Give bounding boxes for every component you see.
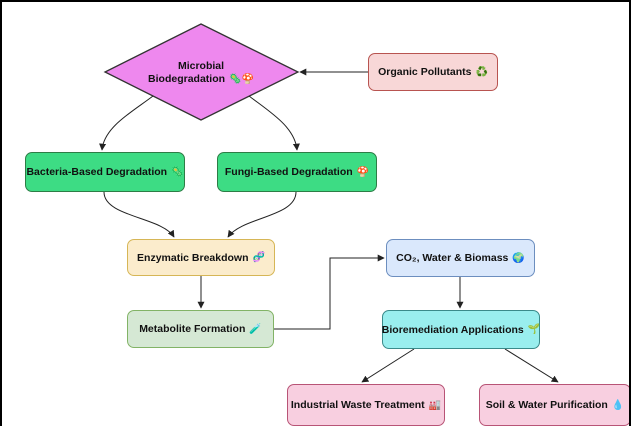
- edge-microbial-to-fungi: [248, 95, 300, 151]
- edge-bioremediation-to-industrial: [361, 348, 415, 383]
- microbial-diamond-shape: [103, 23, 300, 121]
- mushroom-icon: 🍄: [356, 166, 370, 178]
- microbial-biodegradation-label: Microbial Biodegradation🦠🍄: [102, 40, 300, 106]
- microbial-line1: Microbial: [177, 60, 225, 72]
- industrial-waste-label: Industrial Waste Treatment: [290, 399, 425, 411]
- enzymatic-breakdown-node: Enzymatic Breakdown🧬: [127, 239, 275, 276]
- edge-bioremediation-to-soil: [504, 348, 559, 383]
- bioremediation-label: Bioremediation Applications: [381, 323, 524, 336]
- soil-water-label: Soil & Water Purification: [485, 399, 608, 411]
- organic-pollutants-node: Organic Pollutants♻️: [368, 53, 498, 91]
- edge-metabolite-to-co2: [274, 254, 385, 330]
- microbe-mushroom-icon: 🦠🍄: [229, 74, 254, 85]
- droplet-icon: 💧: [611, 399, 625, 411]
- fungi-degradation-node: Fungi-Based Degradation🍄: [217, 152, 377, 192]
- edge-microbial-to-bacteria: [99, 95, 154, 151]
- globe-icon: 🌍: [512, 252, 525, 264]
- enzymatic-breakdown-label: Enzymatic Breakdown: [137, 251, 249, 264]
- bioremediation-node: Bioremediation Applications🌱: [382, 310, 540, 349]
- metabolite-formation-label: Metabolite Formation: [139, 323, 246, 335]
- soil-water-node: Soil & Water Purification💧: [479, 384, 629, 426]
- seedling-icon: 🌱: [527, 324, 541, 335]
- organic-pollutants-label: Organic Pollutants: [378, 66, 472, 78]
- edge-fungi-to-enzymatic: [227, 191, 297, 238]
- test-tube-icon: 🧪: [249, 323, 262, 335]
- recycle-icon: ♻️: [475, 66, 488, 78]
- metabolite-formation-node: Metabolite Formation🧪: [127, 310, 274, 348]
- bacteria-degradation-label: Bacteria-Based Degradation: [26, 166, 168, 178]
- dna-icon: 🧬: [252, 252, 265, 263]
- microbial-line2: Biodegradation: [148, 73, 226, 85]
- factory-icon: 🏭: [428, 399, 442, 411]
- co2-water-biomass-label: CO₂, Water & Biomass: [396, 252, 509, 264]
- microbial-line2-row: Biodegradation🦠🍄: [148, 73, 254, 86]
- fungi-degradation-label: Fungi-Based Degradation: [224, 166, 353, 178]
- bacteria-degradation-node: Bacteria-Based Degradation🦠: [25, 152, 185, 192]
- co2-water-biomass-node: CO₂, Water & Biomass🌍: [386, 239, 535, 277]
- edge-bacteria-to-enzymatic: [103, 191, 175, 238]
- microbe-icon: 🦠: [171, 166, 184, 178]
- industrial-waste-node: Industrial Waste Treatment🏭: [287, 384, 445, 426]
